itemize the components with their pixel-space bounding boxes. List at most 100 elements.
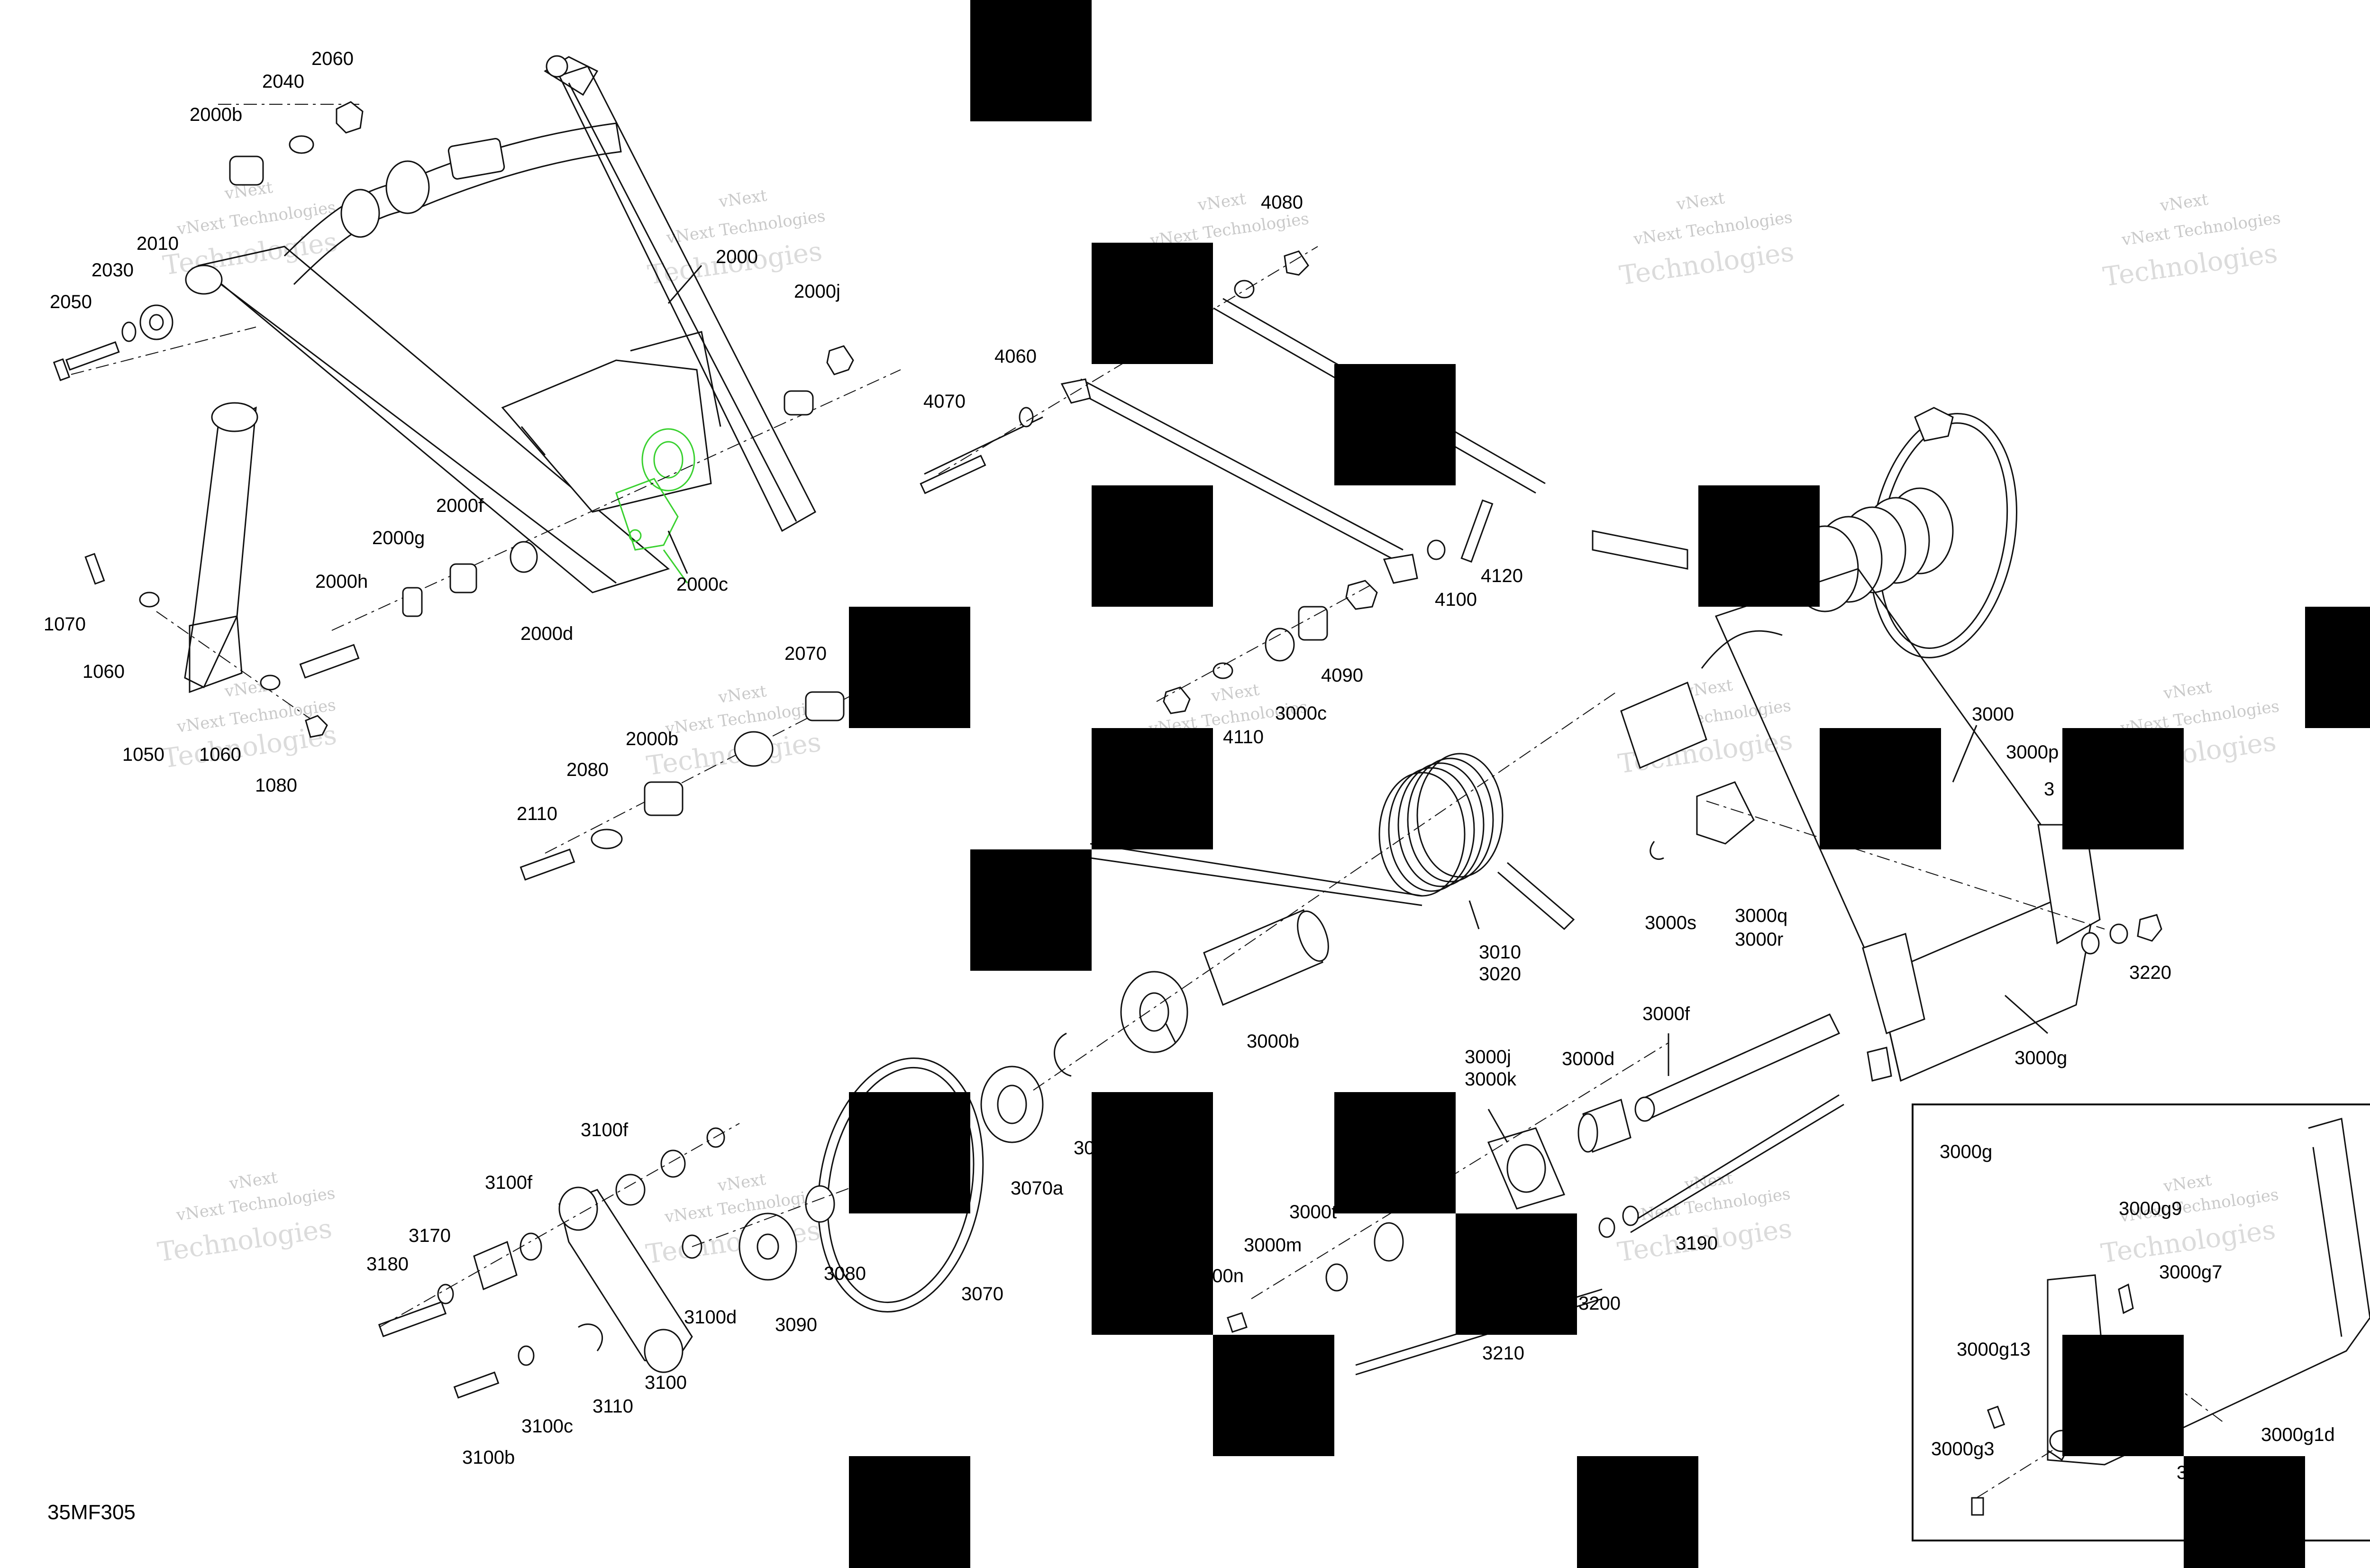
redaction-block <box>970 849 1092 971</box>
label-3000k: 3000k <box>1465 1069 1517 1090</box>
washer-3100c <box>518 1345 535 1366</box>
label-3180: 3180 <box>366 1254 409 1275</box>
label-4060: 4060 <box>994 346 1037 367</box>
washer-2080 <box>591 829 623 849</box>
bracket-3000j <box>1487 1127 1566 1210</box>
label-3000g1d: 3000g1d <box>2261 1424 2335 1445</box>
label-2030: 2030 <box>91 260 134 281</box>
washer-3100f <box>520 1232 542 1261</box>
label-fragment-30: 30 <box>1074 1138 1095 1158</box>
diagram-code: 35MF305 <box>47 1501 136 1524</box>
label-2110: 2110 <box>517 803 557 824</box>
label-3000r: 3000r <box>1735 929 1783 950</box>
redaction-block <box>2305 607 2370 728</box>
redaction-block <box>849 1092 970 1213</box>
rod-3190 <box>1630 1094 1840 1224</box>
label-4080: 4080 <box>1261 192 1303 213</box>
bushing-2000b-top <box>229 155 264 186</box>
svg-text:vNext: vNext <box>716 1170 767 1195</box>
washer-4100 <box>1427 539 1446 560</box>
redaction-blocks <box>849 0 2370 1568</box>
label-1060a: 1060 <box>82 661 125 682</box>
redaction-block <box>849 1456 970 1568</box>
label-2010: 2010 <box>137 233 179 254</box>
label-2000c: 2000c <box>676 574 728 595</box>
washer-3090 <box>738 1212 797 1281</box>
label-1050: 1050 <box>122 744 164 765</box>
part-labels: 2060 2040 2000b 2010 2030 2050 2000 2000… <box>44 48 2335 1524</box>
svg-text:vNext: vNext <box>2162 678 2213 703</box>
clip-3080 <box>805 1185 835 1223</box>
label-fragment-3: 3 <box>2044 779 2054 800</box>
sleeve-2000f <box>449 563 477 593</box>
washer-1060b <box>260 675 281 691</box>
bushing-2000j <box>784 390 814 416</box>
nut-4090 <box>1345 580 1378 610</box>
spline-shaft <box>1620 681 1707 769</box>
label-2000j: 2000j <box>794 281 840 302</box>
pivot-bracket <box>501 359 712 513</box>
bushing-3100f-a <box>473 1240 518 1291</box>
label-3080: 3080 <box>824 1263 866 1284</box>
label-2060: 2060 <box>311 48 354 69</box>
label-2000f: 2000f <box>436 495 484 516</box>
inset-frame <box>1912 1103 2370 1541</box>
label-3070: 3070 <box>961 1284 1003 1304</box>
svg-text:vNext: vNext <box>2162 1171 2213 1196</box>
label-4120: 4120 <box>1481 565 1523 586</box>
label-3000d: 3000d <box>1562 1048 1614 1069</box>
nut-2000j <box>826 345 854 375</box>
bushing-2000b-bottom <box>644 781 684 816</box>
washer-3000m <box>1325 1263 1348 1292</box>
nut-4110 <box>1163 686 1191 714</box>
grease-fitting-3000g9 <box>2118 1283 2134 1314</box>
bushing-lower <box>734 731 774 767</box>
redaction-block <box>1698 485 1820 607</box>
washer-2030 <box>121 321 137 342</box>
label-fragment-3000t: 3000t <box>1289 1202 1337 1222</box>
label-2050: 2050 <box>50 292 92 312</box>
nut-1080 <box>305 715 328 738</box>
label-2040: 2040 <box>262 71 304 92</box>
redaction-block <box>1456 1213 1577 1335</box>
label-2000d: 2000d <box>520 623 573 644</box>
label-2000g: 2000g <box>372 528 425 548</box>
label-3000m: 3000m <box>1244 1235 1302 1256</box>
bar-left <box>1592 530 1688 570</box>
pedal-lever <box>184 406 257 689</box>
label-3100: 3100 <box>645 1372 687 1393</box>
bolt-3000g3 <box>1971 1497 1984 1516</box>
redaction-block <box>1577 1456 1698 1568</box>
washer-1060a <box>139 592 160 608</box>
redaction-block <box>1092 485 1213 607</box>
label-3000p: 3000p <box>2006 742 2059 763</box>
bushing-4090 <box>1298 606 1328 641</box>
label-3000c: 3000c <box>1275 703 1327 724</box>
sleeve-2000g <box>402 587 423 617</box>
label-3100d: 3100d <box>684 1307 737 1328</box>
tie-rod-assembly <box>920 246 1546 714</box>
nut-4080 <box>1284 250 1309 276</box>
washer-large <box>1120 971 1188 1053</box>
bolt-4120 <box>1460 499 1494 563</box>
svg-text:vNext: vNext <box>1675 189 1726 214</box>
redaction-block <box>1092 728 1213 849</box>
washer-2040 <box>289 135 314 154</box>
side-plate <box>1862 933 1925 1034</box>
label-3200: 3200 <box>1578 1293 1621 1314</box>
label-3000j: 3000j <box>1465 1047 1511 1067</box>
top-right-nut <box>1914 407 1954 442</box>
frame-arm-left <box>197 246 670 593</box>
label-3010: 3010 <box>1479 942 1521 963</box>
label-3000g3: 3000g3 <box>1931 1439 1994 1459</box>
bushing-3100f-b <box>615 1174 646 1206</box>
svg-text:vNext: vNext <box>2159 190 2210 216</box>
redaction-block <box>1092 243 1213 364</box>
bolt-3000g13 <box>1987 1405 2005 1429</box>
pedal-frame-assembly <box>53 55 901 881</box>
nut-3220 <box>2137 914 2162 942</box>
lever-assembly-3100 <box>378 1123 858 1399</box>
leader-lines <box>667 265 2048 1143</box>
rod-3000f <box>1639 1013 1841 1120</box>
